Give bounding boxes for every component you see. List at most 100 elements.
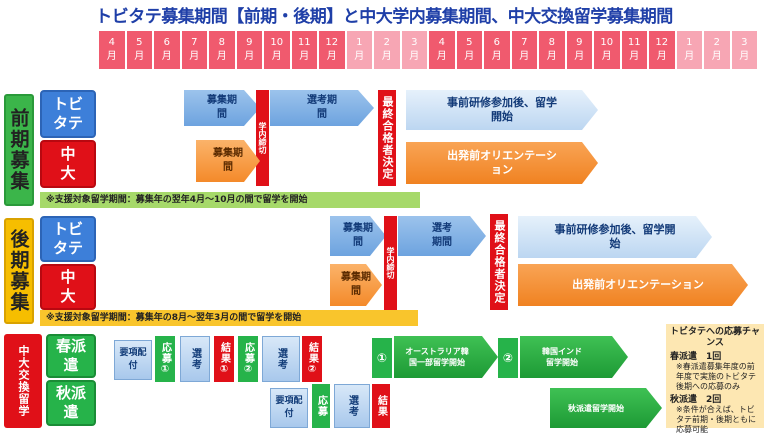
spring-selection-1: 選考 (180, 336, 210, 382)
front-school-deadline: 学内締切 (256, 90, 269, 186)
exchange-band-text: 中大交換留学 (17, 345, 30, 417)
month-unit: 月 (574, 51, 585, 62)
month-number: 3 (741, 37, 748, 48)
month-number: 3 (411, 37, 418, 48)
month-number: 2 (713, 37, 720, 48)
front-departure-orientation: 出発前オリエンテーション (406, 142, 598, 184)
back-final-decision: 最終合格者決定 (490, 214, 508, 310)
info-autumn-note: ※条件が合えば、トビタテ前期・後期ともに応募可能 (676, 405, 756, 434)
month-number: 11 (297, 37, 311, 48)
autumn-start-arrow: 秋派遣留学開始 (550, 388, 662, 428)
month-number: 7 (521, 37, 528, 48)
front-band: 前期募集 (4, 94, 34, 206)
month-cell: 11 月 (620, 30, 648, 70)
tobitate-chance-info: トビタテへの応募チャンス 春派遣 1回 ※春派遣募集年度の前年度で実施のトビタテ… (666, 324, 764, 434)
month-number: 1 (356, 37, 363, 48)
month-number: 5 (466, 37, 473, 48)
month-number: 1 (686, 37, 693, 48)
spring-dispatch-label: 春派遣 (46, 334, 96, 378)
front-screening-period: 選考期間 (270, 90, 374, 126)
month-unit: 月 (381, 51, 392, 62)
month-unit: 月 (244, 51, 255, 62)
month-unit: 月 (271, 51, 282, 62)
spring-apply-1: 応募① (155, 336, 175, 382)
month-unit: 月 (711, 51, 722, 62)
back-note: ※支援対象留学期間：募集年の8月～翌年3月の間で留学を開始 (40, 310, 418, 326)
spring-start-1-arrow: オーストラリア韓国一部留学開始 (394, 336, 498, 378)
month-cell: 12 月 (648, 30, 676, 70)
month-number: 6 (493, 37, 500, 48)
autumn-apply: 応募 (312, 384, 330, 428)
month-unit: 月 (409, 51, 420, 62)
back-band: 後期募集 (4, 218, 34, 324)
month-unit: 月 (546, 51, 557, 62)
front-final-decision: 最終合格者決定 (378, 90, 396, 186)
month-number: 12 (655, 37, 669, 48)
back-chudai-recruit-period: 募集期間 (330, 264, 382, 306)
back-screening-period: 選考期間 (398, 216, 486, 256)
month-number: 8 (548, 37, 555, 48)
month-unit: 月 (106, 51, 117, 62)
month-number: 11 (627, 37, 641, 48)
month-number: 4 (438, 37, 445, 48)
info-autumn-title: 秋派遣 2回 (670, 395, 722, 405)
month-number: 9 (246, 37, 253, 48)
month-number: 6 (163, 37, 170, 48)
month-number: 5 (136, 37, 143, 48)
spring-result-2: 結果② (302, 336, 322, 382)
month-unit: 月 (684, 51, 695, 62)
month-number: 7 (191, 37, 198, 48)
front-chudai-label: 中大 (40, 140, 96, 188)
month-unit: 月 (656, 51, 667, 62)
back-departure-orientation: 出発前オリエンテーション (518, 264, 748, 306)
page-title: トビタテ募集期間【前期・後期】と中大学内募集期間、中大交換留学募集期間 (95, 7, 673, 27)
month-number: 10 (270, 37, 284, 48)
spring-selection-2: 選考 (262, 336, 300, 382)
front-tobitate-label: トビタテ (40, 90, 96, 138)
month-unit: 月 (519, 51, 530, 62)
month-number: 2 (383, 37, 390, 48)
month-unit: 月 (326, 51, 337, 62)
month-number: 12 (325, 37, 339, 48)
month-unit: 月 (189, 51, 200, 62)
front-note: ※支援対象留学期間：募集年の翌年4月～10月の間で留学を開始 (40, 192, 420, 208)
spring-start-2-arrow: 韓国インド留学開始 (520, 336, 628, 378)
spring-apply-2: 応募② (238, 336, 258, 382)
month-cell: 10 月 (263, 30, 291, 70)
autumn-selection: 選考 (334, 384, 370, 428)
month-unit: 月 (161, 51, 172, 62)
spring-start-1-marker: ① (372, 338, 392, 378)
month-unit: 月 (739, 51, 750, 62)
month-unit: 月 (354, 51, 365, 62)
month-unit: 月 (436, 51, 447, 62)
month-unit: 月 (464, 51, 475, 62)
exchange-band (4, 334, 42, 428)
month-unit: 月 (216, 51, 227, 62)
month-number: 4 (108, 37, 115, 48)
front-pre-training-start: 事前研修参加後、留学開始 (406, 90, 598, 130)
front-chudai-recruit-period: 募集期間 (196, 140, 260, 182)
month-number: 9 (576, 37, 583, 48)
autumn-guide-distribution: 要項配付 (270, 388, 308, 428)
month-unit: 月 (629, 51, 640, 62)
month-unit: 月 (299, 51, 310, 62)
month-number: 10 (600, 37, 614, 48)
back-school-deadline: 学内締切 (384, 216, 397, 310)
month-unit: 月 (134, 51, 145, 62)
month-number: 8 (218, 37, 225, 48)
